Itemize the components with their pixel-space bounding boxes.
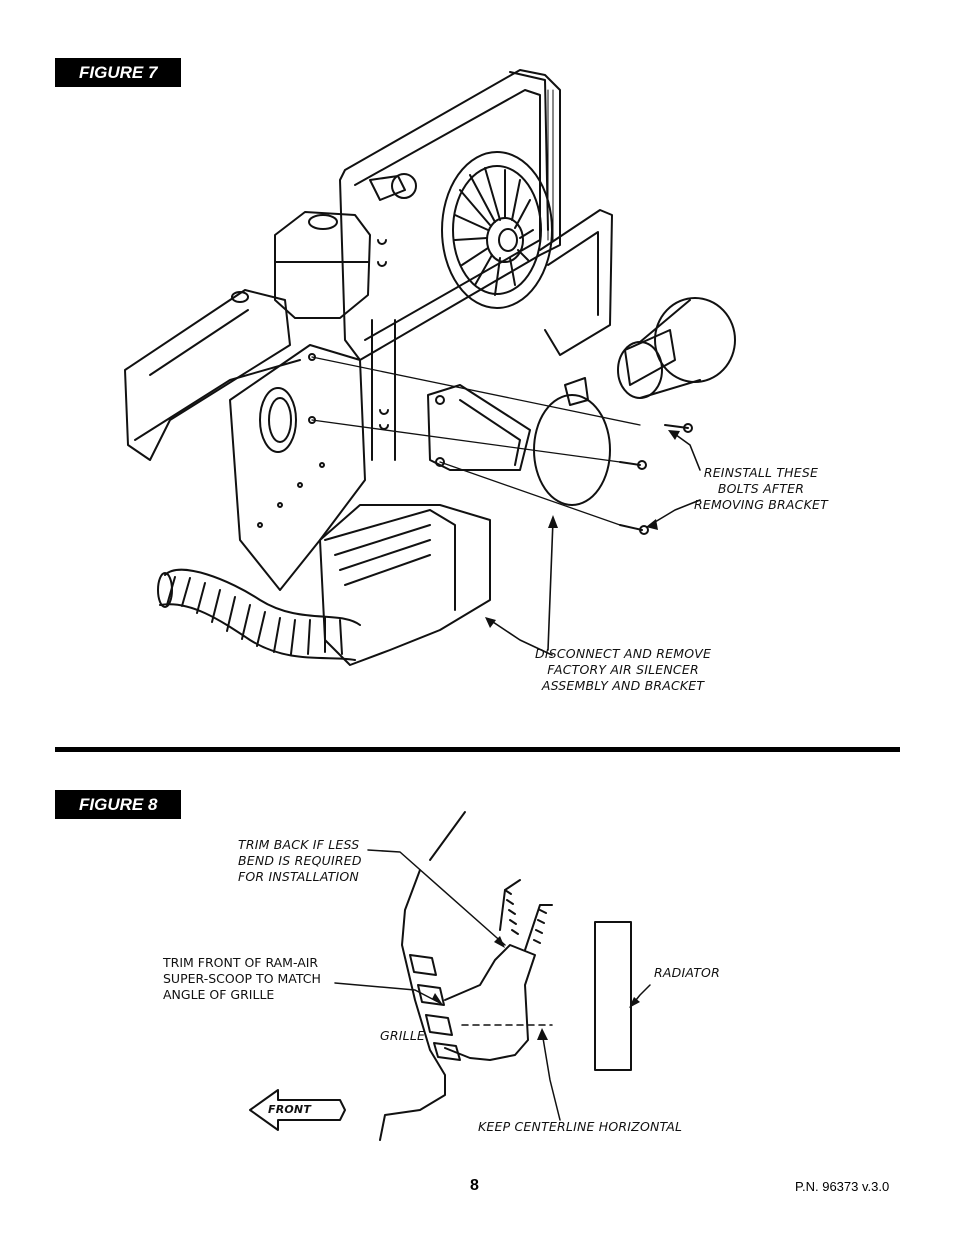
reservoir-drawing: [274, 173, 417, 319]
pipe-drawing: [371, 239, 396, 461]
intake-elbow-drawing: [617, 297, 736, 399]
section-divider: [55, 747, 900, 752]
radiator-label: RADIATOR: [654, 965, 720, 980]
shroud-drawing: [539, 209, 613, 356]
flex-hose-drawing: [157, 568, 361, 661]
figure-7-label: FIGURE 7: [55, 58, 181, 87]
grille-label: GRILLE: [380, 1028, 426, 1043]
radiator-drawing: [339, 69, 561, 361]
callout-arrows: [489, 431, 701, 656]
part-number: P.N. 96373 v.3.0: [795, 1179, 890, 1194]
bracket-drawing: [427, 384, 531, 471]
centerline-callout: KEEP CENTERLINE HORIZONTAL: [478, 1119, 683, 1134]
arrowheads: [485, 430, 680, 628]
bolt-lines: [311, 356, 641, 526]
disconnect-silencer-callout: DISCONNECT AND REMOVE FACTORY AIR SILENC…: [535, 646, 712, 693]
trim-front-callout: TRIM FRONT OF RAM-AIR SUPER-SCOOP TO MAT…: [163, 955, 321, 1002]
figure-8-label: FIGURE 8: [55, 790, 181, 819]
radiator-outline: [594, 921, 632, 1071]
reinstall-bolts-callout: REINSTALL THESE BOLTS AFTER REMOVING BRA…: [694, 465, 828, 512]
trim-back-callout: TRIM BACK IF LESS BEND IS REQUIRED FOR I…: [238, 837, 362, 884]
grille-slats-drawing: [409, 954, 461, 1061]
page-number: 8: [470, 1177, 479, 1194]
frame-rail-drawing: [124, 289, 301, 461]
figure-7-engine-diagram: [124, 69, 736, 666]
silencer-ring-drawing: [533, 377, 611, 506]
fan-drawing: [441, 151, 553, 309]
mounting-plate-drawing: [229, 344, 366, 591]
scoop-drawing: [444, 879, 553, 1061]
front-arrow-label: FRONT: [268, 1103, 312, 1116]
air-silencer-drawing: [319, 504, 491, 666]
bolts-drawing: [619, 423, 693, 535]
